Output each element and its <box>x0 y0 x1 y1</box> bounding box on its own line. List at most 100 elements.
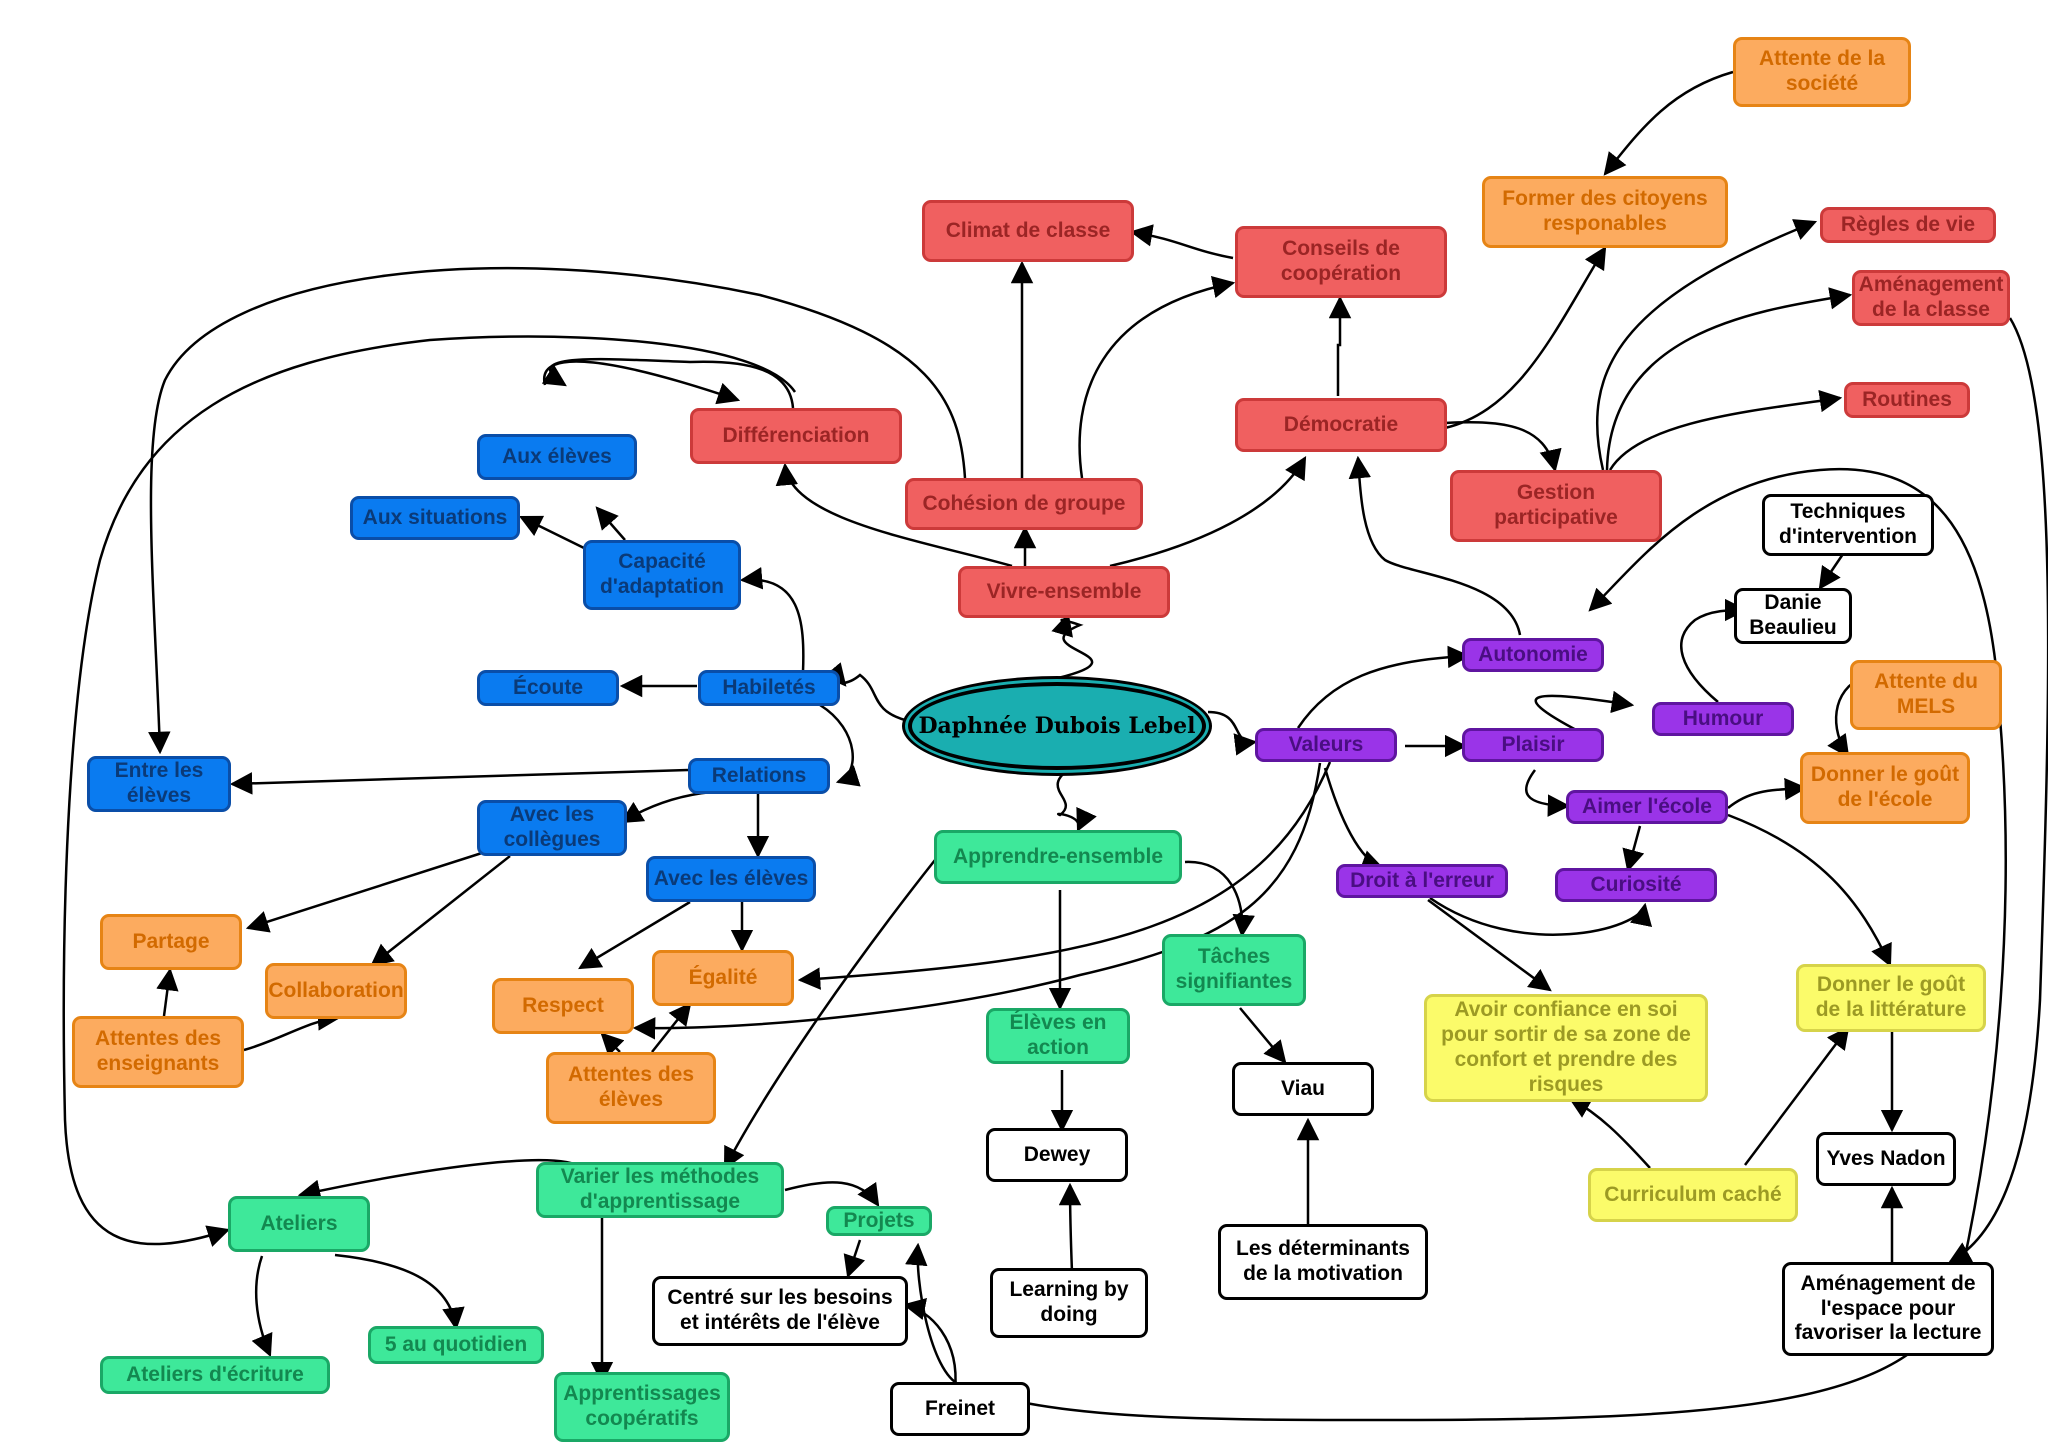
node-capacite-adaptation: Capacité d'adaptation <box>583 540 741 610</box>
node-curiosite: Curiosité <box>1555 868 1717 902</box>
node-egalite: Égalité <box>652 950 794 1006</box>
edge-freinet-centre <box>902 1297 957 1391</box>
node-droit-erreur: Droit à l'erreur <box>1336 864 1508 898</box>
node-donner-gout-ecole: Donner le goût de l'école <box>1800 752 1970 824</box>
edge-varier-projets <box>784 1181 880 1207</box>
edge-gestion-routines <box>1608 389 1843 471</box>
edge-auxeleves-diff <box>542 360 741 405</box>
edge-taches-viau <box>1239 1007 1287 1064</box>
node-determinants-motivation: Les déterminants de la motivation <box>1218 1224 1428 1300</box>
node-varier-methodes: Varier les méthodes d'apprentissage <box>536 1162 784 1218</box>
edge-curriculum-litterature <box>1744 1026 1850 1166</box>
edge-capacite-auxeleves <box>595 506 626 541</box>
edge-plaisir-humour <box>1534 690 1635 734</box>
node-amenagement-espace: Aménagement de l'espace pour favoriser l… <box>1782 1262 1994 1356</box>
node-centre-besoins: Centré sur les besoins et intérêts de l'… <box>652 1276 908 1346</box>
node-vivre-ensemble: Vivre-ensemble <box>958 566 1170 618</box>
node-avoir-confiance: Avoir confiance en soi pour sortir de sa… <box>1424 994 1708 1102</box>
edge-aimer-gout <box>1727 777 1808 809</box>
edge-vivre-differenciation <box>775 462 1013 568</box>
edge-root-valeurs <box>1207 710 1258 756</box>
node-aimer-ecole: Aimer l'école <box>1566 790 1728 824</box>
edge-democratie-former <box>1444 246 1607 430</box>
edge-learning-dewey <box>1058 1182 1082 1273</box>
node-respect: Respect <box>492 978 634 1034</box>
edge-enseignants-partage <box>156 967 179 1017</box>
node-routines: Routines <box>1844 382 1970 418</box>
node-humour: Humour <box>1652 702 1794 736</box>
edge-habiletes-relations <box>819 703 861 787</box>
node-former-citoyens: Former des citoyens responables <box>1482 176 1728 248</box>
node-democratie: Démocratie <box>1235 398 1447 452</box>
edge-vivre-democratie <box>1109 456 1307 568</box>
node-apprendre-ensemble: Apprendre-ensemble <box>934 830 1182 884</box>
node-conseils-cooperation: Conseils de coopération <box>1235 226 1447 298</box>
edge-valeurs-respect <box>632 762 1322 1040</box>
edge-apprendre-varier <box>723 859 936 1171</box>
edge-enseignants-collaboration <box>243 1008 341 1052</box>
node-eleves-action: Élèves en action <box>986 1008 1130 1064</box>
edge-amenagement-espace <box>1948 317 2048 1264</box>
edge-autonomie-democratie <box>1348 455 1522 636</box>
edge-root-vivre <box>1051 612 1094 680</box>
node-regles-vie: Règles de vie <box>1820 207 1996 243</box>
node-entre-eleves: Entre les élèves <box>87 756 231 812</box>
edge-curriculum-confiance <box>1568 1096 1651 1169</box>
node-habiletes: Habiletés <box>698 670 840 706</box>
edge-ateliers-ecriture <box>251 1255 273 1358</box>
node-aux-situations: Aux situations <box>350 496 520 540</box>
node-ecoute: Écoute <box>477 670 619 706</box>
edge-cohesion-entre <box>148 266 967 755</box>
edge-cohesion-conseils <box>1078 276 1236 479</box>
node-partage: Partage <box>100 914 242 970</box>
edge-habiletes-capacite <box>739 567 805 673</box>
edge-aimer-curiosite <box>1622 825 1645 873</box>
edge-droit-curiosite <box>1429 896 1652 936</box>
node-danie-beaulieu: Danie Beaulieu <box>1734 588 1852 644</box>
edge-relations-entre <box>229 768 689 795</box>
edge-atelier-loop <box>62 335 797 1247</box>
node-attentes-eleves: Attentes des élèves <box>546 1052 716 1124</box>
edge-valeurs-egalite <box>797 761 1332 990</box>
node-gestion-participative: Gestion participative <box>1450 470 1662 542</box>
edge-humour-danie <box>1680 598 1748 703</box>
node-dewey: Dewey <box>986 1128 1128 1182</box>
edge-valeurs-droit <box>1323 767 1385 872</box>
edge-techniques-danie <box>1818 553 1845 590</box>
node-differenciation: Différenciation <box>690 408 902 464</box>
edge-collegues-collaboration <box>370 855 511 967</box>
node-viau: Viau <box>1232 1062 1374 1116</box>
node-cinq-quotidien: 5 au quotidien <box>368 1326 544 1364</box>
node-cohesion-groupe: Cohésion de groupe <box>905 478 1143 530</box>
node-curriculum-cache: Curriculum caché <box>1588 1168 1798 1222</box>
edge-apprendre-taches <box>1184 860 1255 938</box>
node-aux-eleves: Aux élèves <box>477 434 637 480</box>
node-techniques-intervention: Techniques d'intervention <box>1762 494 1934 556</box>
node-ateliers: Ateliers <box>228 1196 370 1252</box>
edge-conseils-climat <box>1129 224 1234 260</box>
node-yves-nadon: Yves Nadon <box>1816 1132 1956 1186</box>
node-valeurs: Valeurs <box>1255 728 1397 762</box>
edge-collegues-partage <box>245 850 486 933</box>
node-donner-gout-litterature: Donner le goût de la littérature <box>1796 964 1986 1032</box>
edge-ateliers-cinq <box>334 1253 465 1331</box>
root-node: Daphnée Dubois Lebel <box>908 682 1206 770</box>
node-apprentissages-cooperatifs: Apprentissages coopératifs <box>554 1372 730 1442</box>
node-ateliers-ecriture: Ateliers d'écriture <box>100 1356 330 1394</box>
node-freinet: Freinet <box>890 1382 1030 1436</box>
edge-attente-former <box>1603 70 1734 176</box>
edge-gestion-amenagement <box>1605 287 1853 471</box>
node-attentes-enseignants: Attentes des enseignants <box>72 1016 244 1088</box>
edge-gestion-regles <box>1595 219 1818 471</box>
edge-aveceleves-respect <box>578 900 691 970</box>
node-amenagement-classe: Aménagement de la classe <box>1852 270 2010 326</box>
edge-relations-collegues <box>620 790 713 824</box>
node-attente-societe: Attente de la société <box>1733 37 1911 107</box>
node-projets: Projets <box>826 1206 932 1236</box>
node-climat-classe: Climat de classe <box>922 200 1134 262</box>
edge-atteleves-respect <box>600 1032 625 1057</box>
node-relations: Relations <box>688 758 830 794</box>
node-attente-mels: Attente du MELS <box>1850 660 2002 730</box>
edge-democratie-conseils <box>1328 295 1352 396</box>
